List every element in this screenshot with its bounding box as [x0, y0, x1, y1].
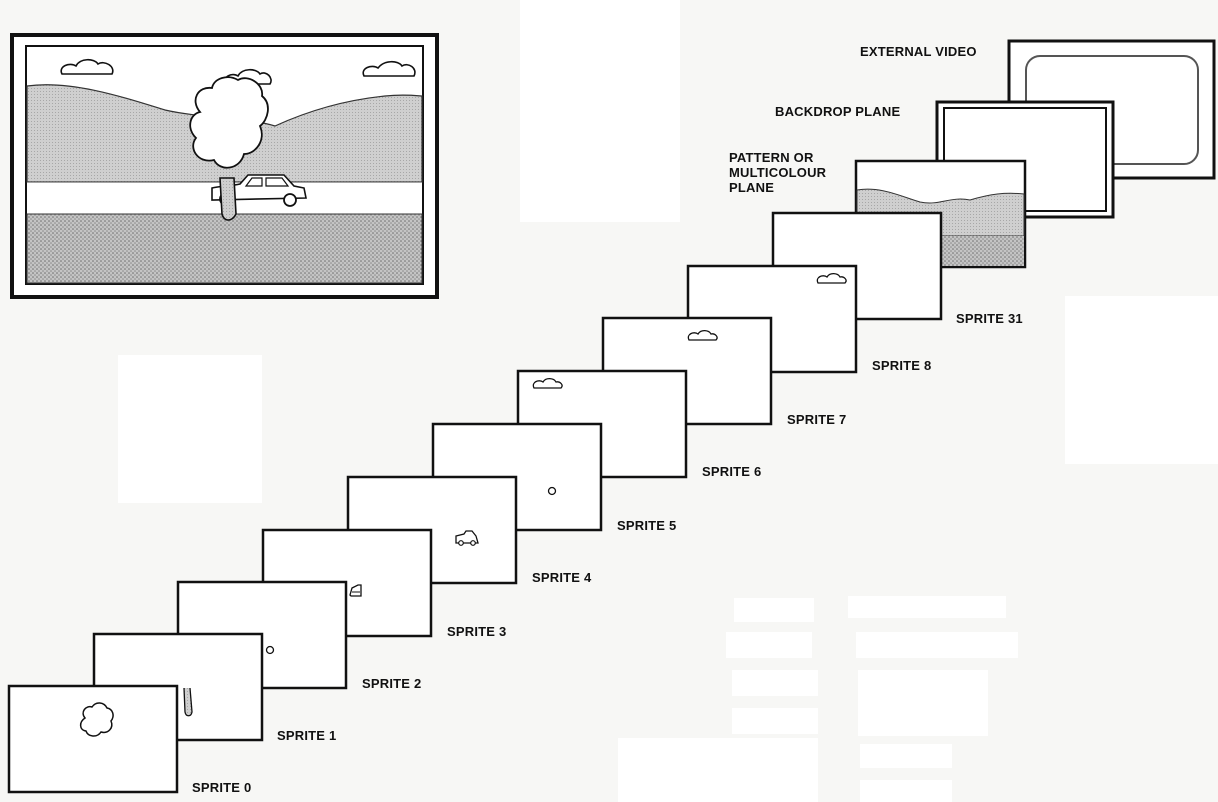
label-external-video: EXTERNAL VIDEO: [860, 44, 977, 59]
label-sprite-7: SPRITE 7: [787, 412, 847, 427]
sprite-planes: [7, 211, 943, 794]
bg-patch: [848, 596, 1006, 618]
treetop-sprite-icon: [79, 702, 114, 737]
cloud-icon: [532, 377, 563, 389]
composite-ground: [26, 213, 423, 284]
label-sprite-6: SPRITE 6: [702, 464, 762, 479]
label-sprite-4: SPRITE 4: [532, 570, 592, 585]
bg-patch: [520, 0, 680, 222]
label-pattern-plane: PATTERN OR MULTICOLOUR PLANE: [729, 150, 826, 195]
label-backdrop-plane: BACKDROP PLANE: [775, 104, 901, 119]
circle-sprite-icon: [547, 486, 557, 496]
bg-patch: [860, 744, 952, 768]
label-sprite-2: SPRITE 2: [362, 676, 422, 691]
bg-patch: [726, 632, 812, 658]
bg-patch: [118, 355, 262, 503]
bg-patch: [1065, 296, 1218, 464]
label-pattern-plane-line2: MULTICOLOUR: [729, 165, 827, 180]
label-sprite-3: SPRITE 3: [447, 624, 507, 639]
car-sprite-icon: [455, 530, 479, 546]
bg-patch: [856, 632, 1018, 658]
label-sprite-31: SPRITE 31: [956, 311, 1023, 326]
composite-screen: [10, 33, 439, 299]
cloud-icon: [60, 58, 114, 75]
bg-patch: [732, 670, 818, 696]
bg-patch: [860, 780, 952, 802]
cloud-icon: [687, 329, 718, 341]
bg-patch: [618, 738, 818, 802]
label-pattern-plane-line1: PATTERN OR: [729, 150, 814, 165]
cloud-icon: [816, 272, 847, 284]
label-pattern-plane-line3: PLANE: [729, 180, 775, 195]
sprite-plane-0: [7, 684, 179, 794]
label-sprite-8: SPRITE 8: [872, 358, 932, 373]
tree-icon: [189, 76, 269, 221]
label-sprite-5: SPRITE 5: [617, 518, 677, 533]
bg-patch: [732, 708, 818, 734]
label-sprite-1: SPRITE 1: [277, 728, 337, 743]
bg-patch: [734, 598, 814, 622]
label-sprite-0: SPRITE 0: [192, 780, 252, 795]
car-part-sprite-icon: [349, 584, 362, 597]
cloud-icon: [362, 60, 416, 77]
circle-sprite-icon: [265, 645, 275, 655]
bg-patch: [858, 670, 988, 736]
tree-trunk-sprite-icon: [183, 687, 193, 717]
